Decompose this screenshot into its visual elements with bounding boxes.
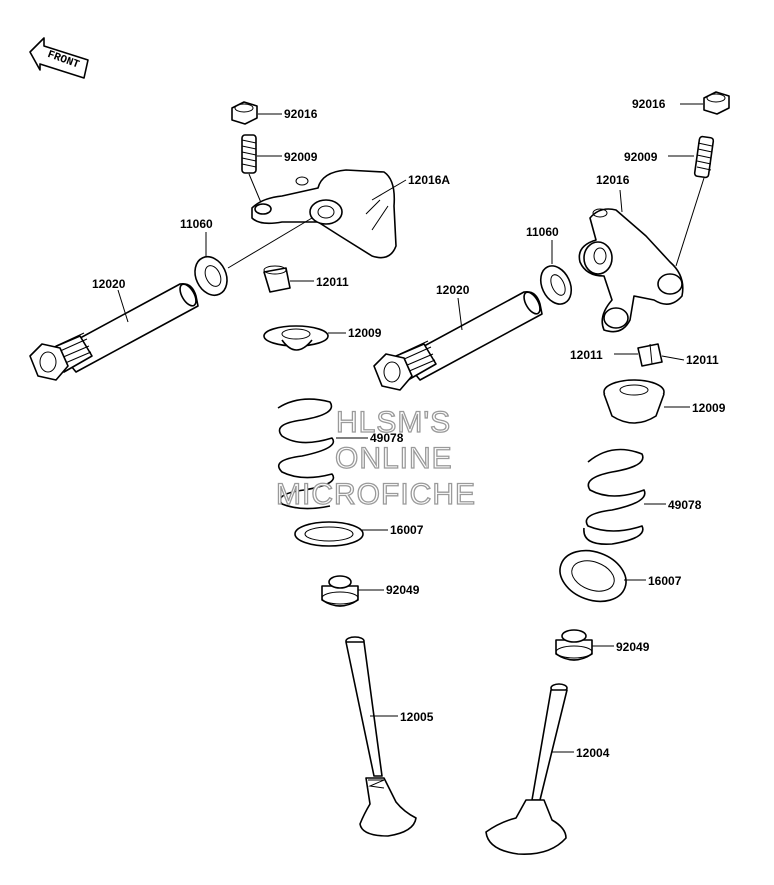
valve-left [345, 636, 417, 837]
shaft-right [373, 290, 543, 391]
spring-left [277, 398, 368, 510]
seat-left [294, 521, 388, 547]
callout-shaft-right: 12020 [436, 283, 470, 297]
callout-retainer-right: 12009 [692, 401, 726, 415]
callout-seat-left: 16007 [390, 523, 424, 537]
callout-nut-left: 92016 [284, 107, 318, 121]
callout-rocker-arm-right: 12016 [596, 173, 630, 187]
rocker-arm-left [251, 169, 407, 259]
seat-right [559, 549, 646, 603]
shaft-left [29, 282, 199, 381]
front-arrow-icon: FRONT [29, 37, 89, 79]
callout-seat-right: 16007 [648, 574, 682, 588]
rocker-arm-right [578, 189, 684, 333]
watermark: HLSM'S ONLINE MICROFICHE [275, 405, 476, 511]
callout-cotter-right-a: 12011 [570, 348, 603, 362]
callout-spring-right: 49078 [668, 498, 702, 512]
callout-stud-left: 92009 [284, 150, 318, 164]
callout-washer-right: 11060 [526, 225, 559, 239]
callout-seal-left: 92049 [386, 583, 420, 597]
callout-nut-right: 92016 [632, 97, 666, 111]
callout-rocker-arm-left: 12016A [408, 173, 450, 187]
nut-left [231, 101, 282, 125]
cotter-left [263, 265, 314, 293]
nut-right [680, 91, 730, 115]
watermark-line3: MICROFICHE [276, 478, 476, 511]
stud-left [241, 134, 282, 206]
callout-spring-left: 49078 [370, 431, 404, 445]
seal-right [555, 629, 614, 661]
seal-left [321, 575, 384, 607]
callout-seal-right: 92049 [616, 640, 650, 654]
spring-right [583, 448, 666, 545]
watermark-line1: HLSM'S [336, 406, 451, 439]
retainer-right [603, 379, 690, 424]
callout-cotter-right-b: 12011 [686, 353, 719, 367]
cotter-right [614, 343, 685, 367]
washer-left [194, 217, 313, 297]
callout-stud-right: 92009 [624, 150, 658, 164]
callout-shaft-left: 12020 [92, 277, 126, 291]
callout-retainer-left: 12009 [348, 326, 382, 340]
watermark-line2: ONLINE [335, 442, 453, 475]
retainer-left [263, 325, 346, 351]
washer-right [539, 240, 573, 305]
stud-right [668, 135, 715, 267]
callout-valve-left: 12005 [400, 710, 434, 724]
callout-valve-right: 12004 [576, 746, 610, 760]
valve-right [485, 683, 574, 855]
callout-cotter-left: 12011 [316, 275, 349, 289]
callout-washer-left: 11060 [180, 217, 213, 231]
